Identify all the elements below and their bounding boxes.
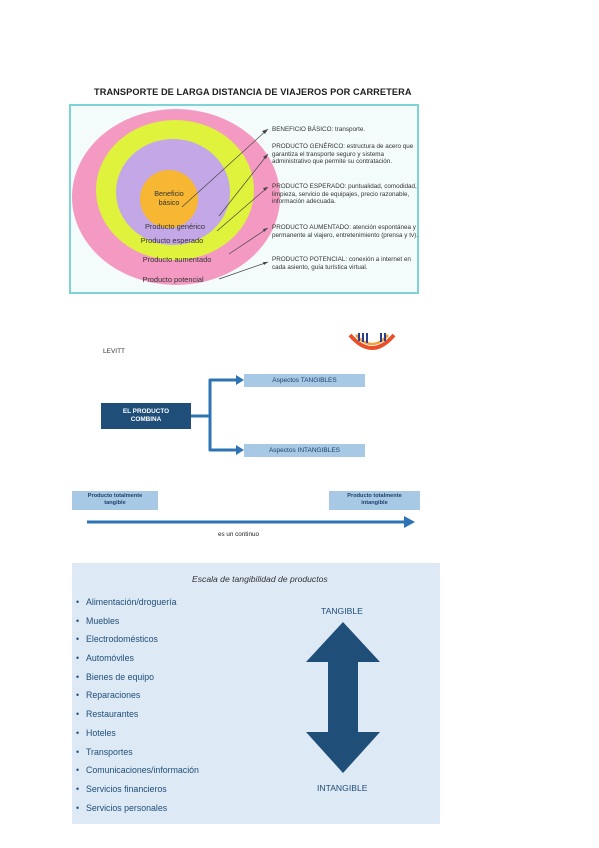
list-item-label: Transportes bbox=[86, 746, 133, 757]
tangible-aspects-box: Aspectos TANGIBLES bbox=[244, 374, 365, 387]
continuum-caption: es un continuo bbox=[218, 531, 259, 538]
product-box-line1: EL PRODUCTO bbox=[122, 407, 170, 415]
list-item-label: Restaurantes bbox=[86, 709, 139, 720]
fully-tangible-line1: Producto totalmente bbox=[87, 493, 143, 499]
label-core-2: básico bbox=[159, 198, 180, 207]
double-arrow-shape bbox=[306, 622, 380, 773]
bullet-icon: • bbox=[76, 727, 80, 738]
definition-potential: PRODUCTO POTENCIAL: conexión a internet … bbox=[272, 256, 411, 271]
list-item: • Restaurantes bbox=[76, 709, 199, 728]
list-item: • Reparaciones bbox=[76, 690, 199, 709]
bullet-icon: • bbox=[76, 783, 80, 794]
list-item: • Transportes bbox=[76, 747, 199, 766]
bullet-icon: • bbox=[76, 671, 80, 682]
list-item-label: Bienes de equipo bbox=[86, 671, 154, 682]
fully-intangible-line1: Producto totalmente bbox=[347, 493, 402, 499]
bullet-icon: • bbox=[76, 802, 80, 813]
logo-icon bbox=[348, 333, 396, 350]
connector-line bbox=[216, 186, 269, 232]
list-item-label: Servicios personales bbox=[86, 802, 168, 813]
list-item: • Bienes de equipo bbox=[76, 672, 199, 691]
bullet-icon: • bbox=[76, 597, 80, 607]
connector-arrowhead bbox=[263, 187, 268, 191]
list-item: • Comunicaciones/información bbox=[76, 765, 199, 784]
connector-arrowhead bbox=[263, 228, 268, 232]
branch-line-up bbox=[208, 378, 236, 416]
list-item: • Electrodomésticos bbox=[76, 634, 199, 653]
list-item-label: Servicios financieros bbox=[86, 783, 167, 794]
list-item: • Hoteles bbox=[76, 728, 199, 747]
diagram-title: TRANSPORTE DE LARGA DISTANCIA DE VIAJERO… bbox=[94, 87, 412, 97]
bullet-icon: • bbox=[76, 634, 80, 645]
ring-core bbox=[140, 170, 198, 228]
intangible-aspects-box: Aspectos INTANGIBLES bbox=[244, 444, 365, 457]
fully-intangible-line2: intangible bbox=[361, 500, 388, 506]
connector-line bbox=[181, 128, 269, 208]
list-item-label: Reparaciones bbox=[86, 690, 141, 701]
connector-line bbox=[228, 227, 269, 255]
list-item-label: Automóviles bbox=[86, 653, 134, 664]
scale-top-label: TANGIBLE bbox=[321, 606, 363, 616]
product-box-line2: COMBINA bbox=[130, 416, 162, 423]
label-potential: Producto potencial bbox=[142, 275, 204, 284]
bullet-icon: • bbox=[76, 709, 80, 720]
list-item: • Servicios personales bbox=[76, 803, 199, 822]
definition-generic: PRODUCTO GENÉRICO: estructura de acero q… bbox=[272, 143, 414, 166]
arrowhead-tangible bbox=[236, 375, 244, 385]
list-item: • Automóviles bbox=[76, 653, 199, 672]
list-item-label: Muebles bbox=[86, 615, 120, 626]
label-expected: Producto esperado bbox=[141, 236, 203, 245]
list-item-label: Alimentación/droguería bbox=[86, 597, 177, 607]
list-item: • Alimentación/droguería bbox=[76, 597, 199, 616]
bullet-icon: • bbox=[76, 690, 80, 701]
bullet-icon: • bbox=[76, 615, 80, 626]
label-core-1: Beneficio bbox=[154, 189, 184, 198]
author-label: LEVITT bbox=[103, 348, 126, 355]
scale-list: • Alimentación/droguería • Muebles • Electr… bbox=[76, 597, 199, 821]
list-item: • Muebles bbox=[76, 616, 199, 635]
label-augmented: Producto aumentado bbox=[143, 255, 212, 264]
fully-tangible-box: Producto totalmente tangible bbox=[72, 491, 158, 510]
label-generic: Producto genérico bbox=[145, 222, 205, 231]
product-levels-diagram: Beneficio básico Producto genérico Produ… bbox=[72, 109, 280, 285]
fully-tangible-line2: tangible bbox=[104, 500, 126, 506]
connector-line bbox=[218, 261, 269, 280]
continuum-arrowhead bbox=[404, 516, 415, 528]
connector-line bbox=[218, 153, 269, 217]
scale-bottom-label: INTANGIBLE bbox=[317, 783, 368, 793]
tangibility-scale-panel bbox=[72, 563, 440, 824]
definition-basic: BENEFICIO BÁSICO: transporte. bbox=[272, 126, 366, 133]
arrowhead-intangible bbox=[236, 445, 244, 455]
list-item: • Servicios financieros bbox=[76, 784, 199, 803]
definition-augmented: PRODUCTO AUMENTADO: atención espontánea … bbox=[272, 224, 418, 239]
connector-arrowhead bbox=[263, 262, 268, 265]
list-item-label: Comunicaciones/información bbox=[86, 765, 199, 776]
bullet-icon: • bbox=[76, 746, 80, 757]
double-arrow-icon bbox=[306, 622, 380, 773]
definition-expected: PRODUCTO ESPERADO: puntualidad, comodida… bbox=[272, 183, 417, 206]
list-item-label: Electrodomésticos bbox=[86, 634, 158, 645]
list-item-label: Hoteles bbox=[86, 727, 116, 738]
connector-arrowhead bbox=[262, 129, 268, 134]
scale-title: Escala de tangibilidad de productos bbox=[192, 574, 328, 584]
bullet-icon: • bbox=[76, 653, 80, 664]
product-combines-box: EL PRODUCTO COMBINA bbox=[101, 403, 191, 429]
branch-line-down bbox=[208, 416, 236, 452]
bullet-icon: • bbox=[76, 765, 80, 776]
connector-arrowhead bbox=[263, 154, 268, 159]
fully-intangible-box: Producto totalmente intangible bbox=[329, 491, 420, 510]
